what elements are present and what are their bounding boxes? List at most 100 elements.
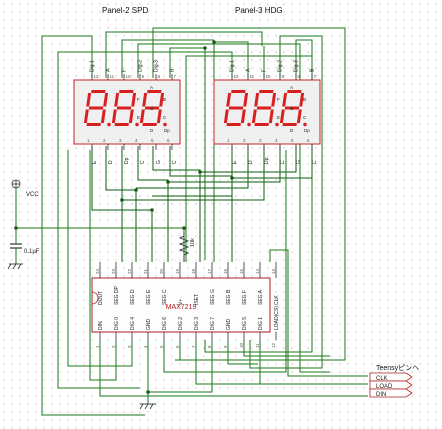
pin-number: 12 (234, 74, 240, 79)
segment-d (114, 123, 129, 126)
segment-d (86, 123, 101, 126)
chip-pin-number: 10 (239, 342, 244, 348)
pin-number: 4 (135, 138, 138, 143)
chip-pin-number: 4 (143, 345, 148, 348)
pin-label: A (246, 68, 252, 72)
resistor-zigzag (178, 232, 190, 262)
segment-a (259, 90, 274, 93)
chip-pin-number: 21 (143, 268, 148, 274)
junction-dot (166, 180, 170, 184)
wire (249, 35, 323, 369)
wire (152, 146, 201, 262)
signal-clk: CLK (369, 372, 413, 382)
segment-label: Dp (164, 128, 170, 133)
wire (168, 146, 281, 183)
pin-number: 7 (314, 74, 317, 79)
chip-pin-number: 1 (95, 345, 100, 348)
pin-label: F (262, 69, 268, 72)
wire (195, 340, 336, 385)
segment-dp (247, 122, 251, 127)
panel-3-body (213, 79, 321, 145)
chip-pin-label: SEG G (210, 289, 216, 305)
pin-label: C (140, 160, 146, 164)
ground-symbol-bottom (139, 403, 156, 410)
resistor: 10k (178, 232, 196, 262)
segment-label: A (150, 85, 153, 90)
segment-label: F (277, 97, 280, 102)
segment-e (139, 109, 145, 123)
junction-dot (146, 390, 150, 394)
pin-number: 10 (266, 74, 272, 79)
wires (15, 27, 368, 416)
chip-pin-label: SEG C (162, 289, 168, 305)
pin-label: Dig-1 (230, 60, 236, 72)
pin-number: 6 (167, 138, 170, 143)
chip-pin-number: 8 (207, 345, 212, 348)
wire (57, 51, 233, 389)
pin-number: 9 (282, 74, 285, 79)
segment-label: E (277, 115, 280, 120)
wire (152, 146, 233, 197)
segment-d (282, 123, 297, 126)
pin-number: 2 (243, 138, 246, 143)
chip-pin-label: SEG B (226, 289, 232, 305)
chip-pin-label: DIG 5 (242, 317, 248, 330)
segment-g (256, 106, 272, 110)
capacitor-label: 0.1µF (24, 249, 40, 255)
junction-dot (198, 170, 202, 174)
chip-pin-number: 18 (191, 268, 196, 274)
segment-f (114, 93, 120, 107)
junction-dot (134, 188, 138, 192)
chip-pin-label: CLK (274, 295, 280, 305)
segment-dp (107, 122, 111, 127)
segment-e (111, 109, 117, 123)
segment-b (131, 93, 137, 107)
vcc-symbol: VCC (11, 179, 39, 198)
pin-label: F (122, 69, 128, 72)
panel-3-title: Panel-3 HDG (235, 6, 283, 15)
chip-pin-number: 20 (159, 268, 164, 274)
pin-label: Dig-3 (294, 60, 300, 72)
segment-c (240, 109, 246, 123)
wire (15, 196, 185, 262)
segment-c (128, 109, 134, 123)
chip-pin-number: 2 (111, 345, 116, 348)
panel-2-body (73, 79, 181, 145)
wire (227, 340, 258, 365)
pin-number: 12 (94, 74, 100, 79)
junction-dot (182, 226, 186, 230)
segment-dp (163, 122, 167, 127)
segment-c (296, 109, 302, 123)
segment-a (231, 90, 246, 93)
pin-number: 8 (158, 74, 161, 79)
pin-label: C (172, 160, 178, 164)
segment-a (91, 90, 106, 93)
wire (122, 146, 265, 201)
segment-g (228, 106, 244, 110)
wire (136, 146, 249, 189)
segment-g (144, 106, 160, 110)
junction-dot (150, 208, 154, 212)
wire (89, 150, 117, 381)
segment-label: B (163, 97, 166, 102)
segment-label: C (163, 115, 167, 120)
wire (105, 146, 137, 262)
pin-label: E (232, 160, 238, 164)
teensy-connector: Teensyピンへ CLK LOAD DIN (369, 364, 419, 398)
chip-pin-label: SEG D (130, 289, 136, 305)
arrow-icon (369, 388, 413, 398)
segment-label: G (290, 106, 294, 111)
segment-e (279, 109, 285, 123)
chip-body (91, 277, 271, 333)
segment-label: Dp (304, 128, 310, 133)
chip-pin-number: 23 (111, 268, 116, 274)
segment-b (271, 93, 277, 107)
ground-symbol-left (7, 263, 23, 270)
chip-pin-label: DIN (98, 321, 104, 330)
wire (148, 340, 213, 393)
pin-label: G (296, 160, 302, 164)
